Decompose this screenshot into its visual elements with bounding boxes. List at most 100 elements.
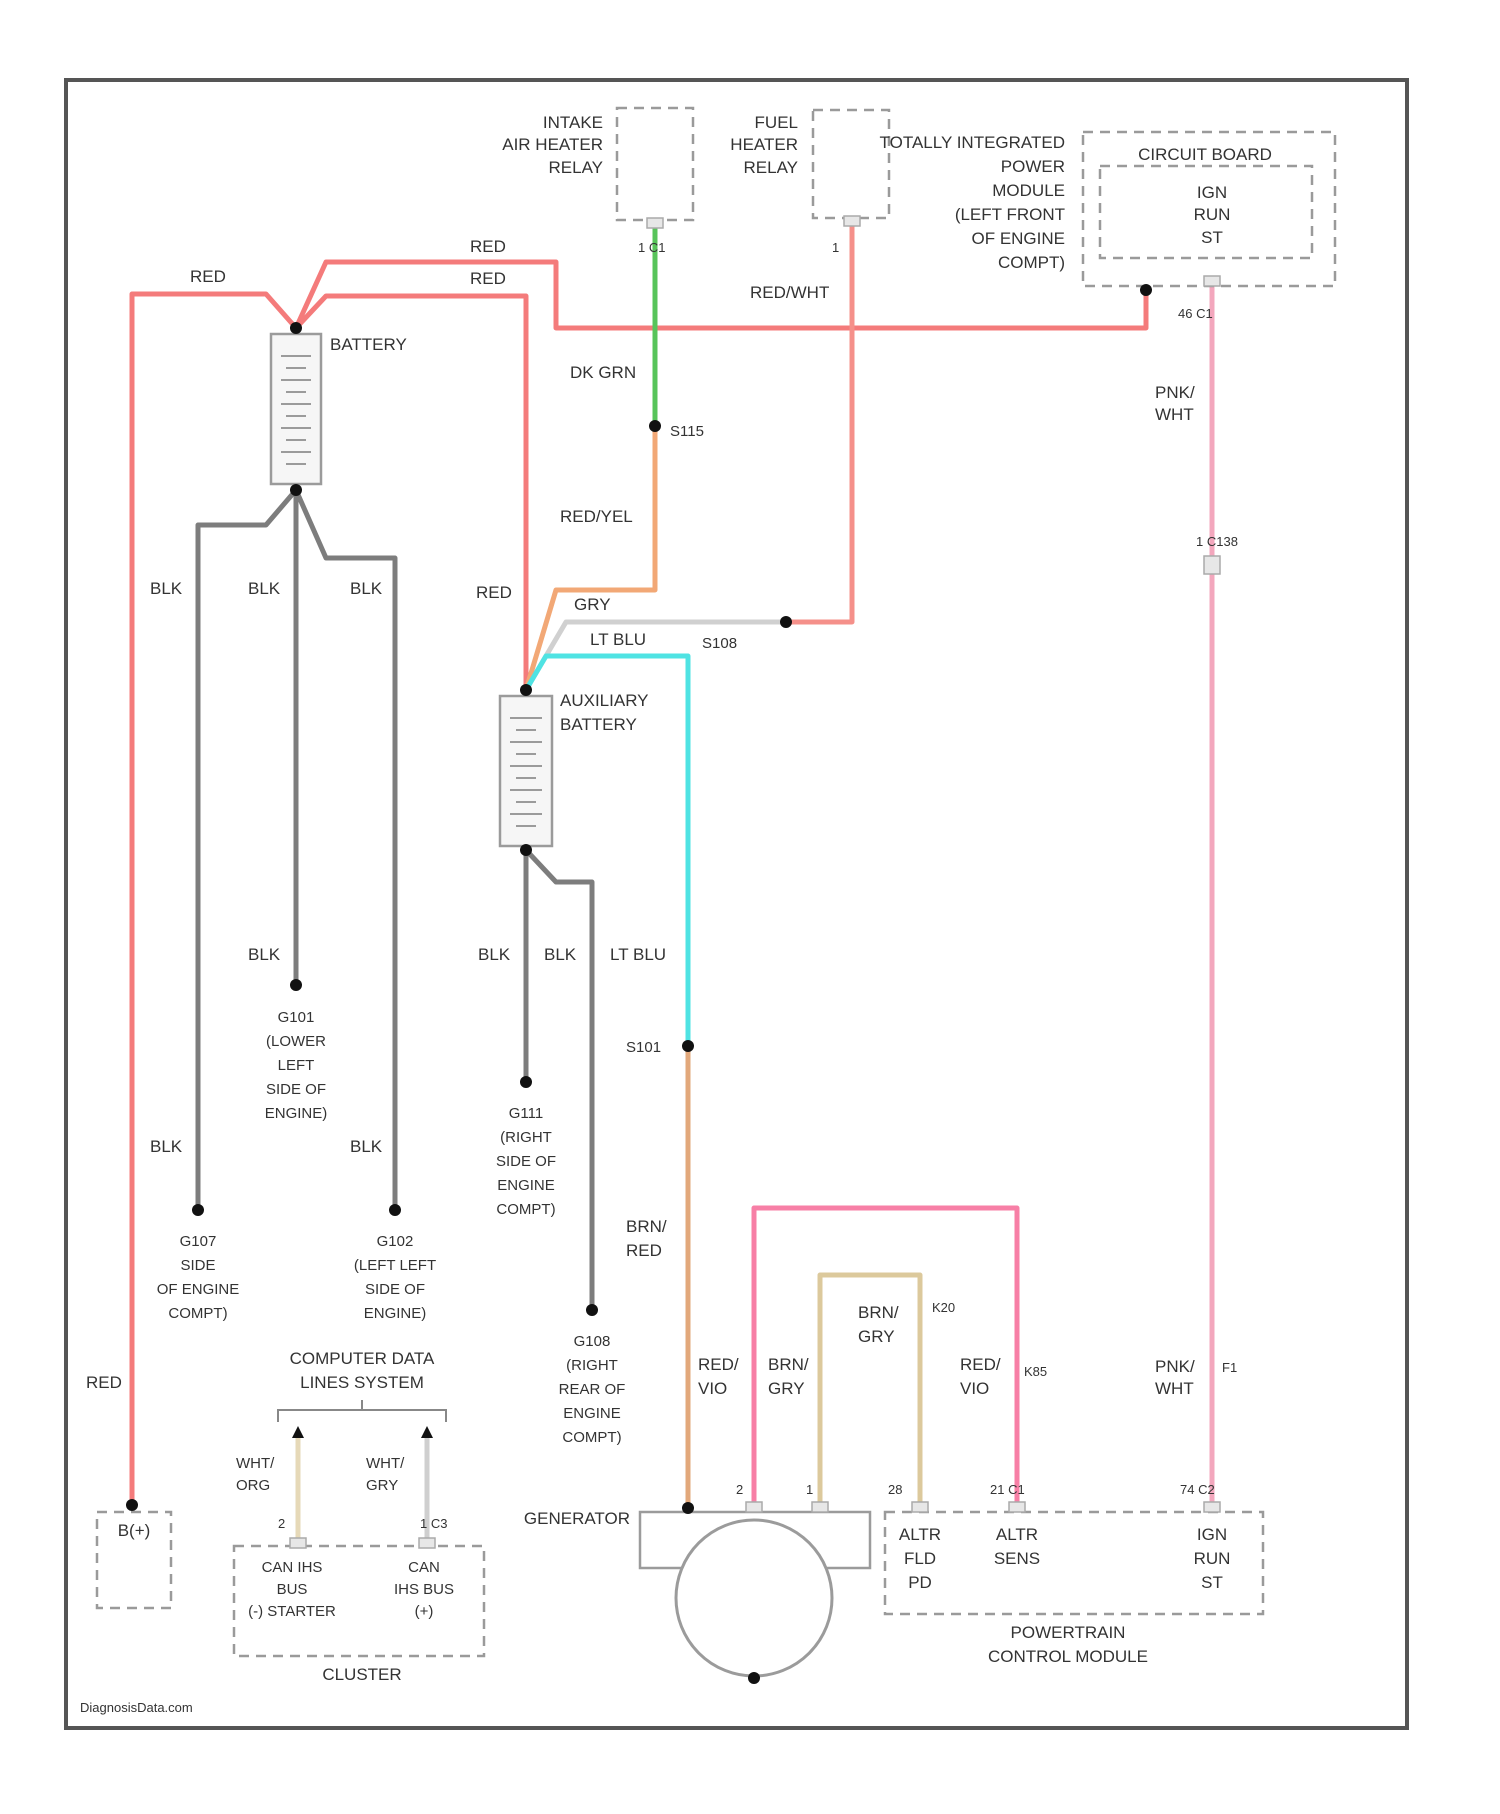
svg-text:ENGINE: ENGINE (563, 1405, 621, 1422)
cluster-label: CLUSTER (322, 1665, 401, 1684)
svg-text:BRN/: BRN/ (768, 1355, 809, 1374)
svg-text:WHT: WHT (1155, 405, 1194, 424)
pcm-ign-run-st: IGN RUN ST (1194, 1525, 1231, 1592)
svg-text:RUN: RUN (1194, 1549, 1231, 1568)
svg-text:LT BLU: LT BLU (590, 630, 646, 649)
fuel-relay-label: FUEL HEATER RELAY (730, 113, 798, 177)
svg-text:G111: G111 (509, 1105, 543, 1122)
svg-text:G102: G102 (377, 1233, 414, 1250)
bplus-label: B(+) (118, 1521, 151, 1540)
fuel-relay-pin: 1 (832, 240, 839, 255)
svg-text:BLK: BLK (544, 945, 577, 964)
svg-text:ENGINE): ENGINE) (364, 1305, 427, 1322)
svg-text:1 C138: 1 C138 (1196, 534, 1238, 549)
svg-text:PNK/: PNK/ (1155, 1357, 1195, 1376)
svg-text:ST: ST (1201, 1573, 1223, 1592)
cluster-can-ihs: CAN IHS BUS (+) (394, 1559, 454, 1620)
svg-text:RED/WHT: RED/WHT (750, 283, 829, 302)
svg-text:RELAY: RELAY (744, 158, 799, 177)
svg-text:WHT/: WHT/ (236, 1455, 275, 1472)
tipm-ign-run-st: IGN RUN ST (1194, 183, 1231, 247)
svg-text:(+): (+) (415, 1603, 434, 1620)
computer-data-bracket (278, 1400, 446, 1422)
svg-text:S115: S115 (670, 423, 704, 440)
tipm-label: TOTALLY INTEGRATED POWER MODULE (LEFT FR… (880, 133, 1065, 272)
svg-text:BLK: BLK (150, 579, 183, 598)
wire-blk-g108 (526, 850, 592, 1310)
svg-text:(LEFT LEFT: (LEFT LEFT (354, 1257, 436, 1274)
svg-text:SIDE OF: SIDE OF (266, 1081, 326, 1098)
wire-blk-g107 (198, 490, 296, 1210)
svg-text:ALTR: ALTR (996, 1525, 1038, 1544)
svg-text:HEATER: HEATER (730, 135, 798, 154)
svg-text:BRN/: BRN/ (858, 1303, 899, 1322)
svg-text:(LEFT FRONT: (LEFT FRONT (955, 205, 1065, 224)
svg-text:RED: RED (86, 1373, 122, 1392)
svg-text:GRY: GRY (366, 1477, 398, 1494)
svg-text:CONTROL MODULE: CONTROL MODULE (988, 1647, 1148, 1666)
svg-text:RED/YEL: RED/YEL (560, 507, 633, 526)
svg-text:RED: RED (190, 267, 226, 286)
svg-text:AIR HEATER: AIR HEATER (502, 135, 603, 154)
svg-text:BLK: BLK (150, 1137, 183, 1156)
svg-text:LINES SYSTEM: LINES SYSTEM (300, 1373, 424, 1392)
svg-text:VIO: VIO (698, 1379, 727, 1398)
svg-text:LT BLU: LT BLU (610, 945, 666, 964)
svg-text:F1: F1 (1222, 1360, 1237, 1375)
wire-red-yel (526, 426, 655, 690)
battery-label: BATTERY (330, 335, 407, 354)
svg-text:2: 2 (736, 1482, 743, 1497)
svg-text:S108: S108 (702, 635, 737, 652)
svg-text:BUS: BUS (277, 1581, 308, 1598)
svg-text:ENGINE): ENGINE) (265, 1105, 328, 1122)
svg-text:CAN IHS: CAN IHS (262, 1559, 323, 1576)
svg-text:FLD: FLD (904, 1549, 936, 1568)
svg-text:IHS BUS: IHS BUS (394, 1581, 454, 1598)
svg-text:RUN: RUN (1194, 205, 1231, 224)
svg-text:WHT/: WHT/ (366, 1455, 405, 1472)
generator-ground-node (748, 1672, 760, 1684)
tipm-pin-46: 46 C1 (1178, 306, 1213, 321)
svg-text:28: 28 (888, 1482, 902, 1497)
svg-text:OF ENGINE: OF ENGINE (971, 229, 1065, 248)
svg-text:BATTERY: BATTERY (560, 715, 637, 734)
svg-text:GRY: GRY (768, 1379, 805, 1398)
svg-text:(RIGHT: (RIGHT (566, 1357, 618, 1374)
intake-air-heater-relay (617, 108, 693, 220)
svg-text:S101: S101 (626, 1039, 661, 1056)
svg-text:PD: PD (908, 1573, 932, 1592)
circuit-board-label: CIRCUIT BOARD (1138, 145, 1272, 164)
generator (676, 1520, 832, 1676)
ground-g108-label: G108 (RIGHT REAR OF ENGINE COMPT) (559, 1333, 626, 1446)
svg-text:ENGINE: ENGINE (497, 1177, 555, 1194)
svg-text:IGN: IGN (1197, 1525, 1227, 1544)
svg-text:DK GRN: DK GRN (570, 363, 636, 382)
svg-text:COMPT): COMPT) (496, 1201, 555, 1218)
intake-relay-pin: 1 C1 (638, 240, 665, 255)
svg-text:RED/: RED/ (960, 1355, 1001, 1374)
svg-text:ORG: ORG (236, 1477, 270, 1494)
svg-text:SIDE OF: SIDE OF (365, 1281, 425, 1298)
footer-watermark: DiagnosisData.com (80, 1700, 193, 1715)
wire-labels: RED RED RED RED RED RED/WHT DK GRN RED/Y… (86, 237, 1195, 1494)
computer-data-label: COMPUTER DATA LINES SYSTEM (290, 1349, 435, 1392)
ground-g111-label: G111 (RIGHT SIDE OF ENGINE COMPT) (496, 1105, 556, 1218)
svg-text:RED: RED (626, 1241, 662, 1260)
cluster-can-starter: CAN IHS BUS (-) STARTER (248, 1559, 336, 1620)
svg-text:VIO: VIO (960, 1379, 989, 1398)
svg-text:GRY: GRY (858, 1327, 895, 1346)
pcm-altr-sens: ALTR SENS (994, 1525, 1040, 1568)
svg-text:AUXILIARY: AUXILIARY (560, 691, 649, 710)
svg-text:INTAKE: INTAKE (543, 113, 603, 132)
intake-relay-label: INTAKE AIR HEATER RELAY (502, 113, 603, 177)
svg-text:WHT: WHT (1155, 1379, 1194, 1398)
svg-text:BLK: BLK (248, 579, 281, 598)
svg-text:BLK: BLK (248, 945, 281, 964)
wire-red-battery-aux (296, 296, 526, 690)
svg-text:ST: ST (1201, 228, 1223, 247)
svg-text:OF ENGINE: OF ENGINE (157, 1281, 240, 1298)
svg-text:(-) STARTER: (-) STARTER (248, 1603, 336, 1620)
svg-text:CAN: CAN (408, 1559, 440, 1576)
aux-battery-label: AUXILIARY BATTERY (560, 691, 649, 734)
svg-text:REAR OF: REAR OF (559, 1381, 626, 1398)
